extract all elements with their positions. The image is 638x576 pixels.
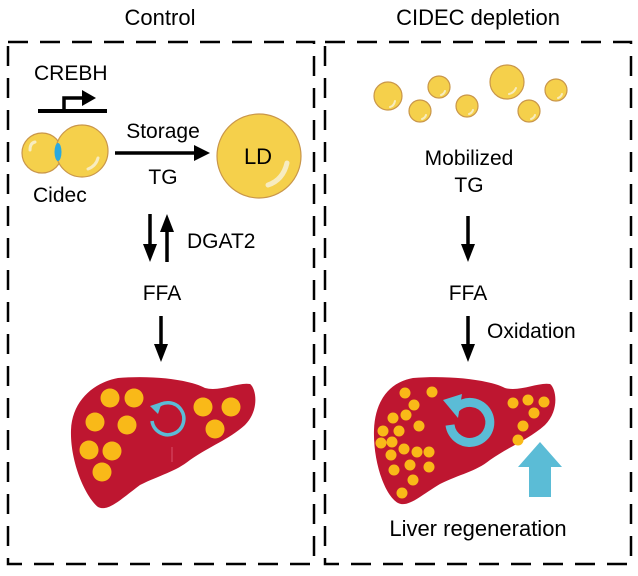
bidirectional-arrows-icon bbox=[143, 214, 174, 262]
control-panel-border bbox=[6, 40, 316, 566]
control-lipid-spots bbox=[79, 388, 241, 482]
tg-label: TG bbox=[148, 166, 177, 189]
cidec-label: Cidec bbox=[33, 184, 87, 207]
crebh-label: CREBH bbox=[34, 62, 108, 85]
depletion-panel-border bbox=[323, 40, 633, 566]
regeneration-up-arrow-icon bbox=[518, 442, 562, 497]
depletion-panel-title: CIDEC depletion bbox=[396, 5, 560, 30]
control-ffa-label: FFA bbox=[143, 282, 182, 305]
ld-label: LD bbox=[244, 144, 272, 169]
depletion-down-arrow-2-icon bbox=[461, 316, 475, 362]
depletion-cycle-arrow-icon bbox=[443, 394, 495, 447]
depletion-down-arrow-1-icon bbox=[461, 216, 475, 262]
dgat2-label: DGAT2 bbox=[187, 230, 255, 253]
promoter-arrow-icon bbox=[38, 90, 107, 113]
control-down-arrow-icon bbox=[154, 316, 168, 362]
mobilized-tg-label: TG bbox=[454, 174, 483, 197]
storage-label: Storage bbox=[126, 120, 200, 143]
liver-regeneration-label: Liver regeneration bbox=[389, 516, 566, 541]
cidec-fusing-droplets-icon bbox=[21, 124, 109, 178]
depletion-lipid-spots bbox=[375, 386, 550, 499]
mobilized-label: Mobilized bbox=[425, 147, 514, 170]
control-cycle-arrow-icon bbox=[150, 401, 186, 437]
control-liver-icon bbox=[70, 377, 256, 509]
lipid-droplet-icon bbox=[216, 113, 302, 199]
control-panel-title: Control bbox=[125, 5, 196, 30]
mobilized-droplets-icon bbox=[373, 64, 568, 123]
depletion-ffa-label: FFA bbox=[449, 282, 488, 305]
storage-arrowhead-icon bbox=[194, 145, 210, 161]
oxidation-label: Oxidation bbox=[487, 320, 576, 343]
